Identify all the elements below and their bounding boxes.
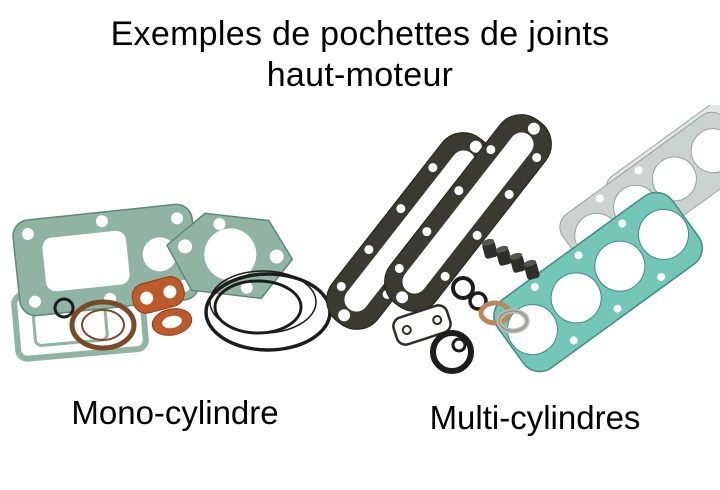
small-gasket-outline (392, 304, 452, 346)
title-line-2: haut-moteur (266, 56, 454, 95)
oil-seal (430, 330, 474, 374)
multi-cylinder-gasket-kit-photo (318, 105, 720, 374)
multi-cylinder-head-gasket-teal (493, 191, 703, 373)
valve-stem-seals (481, 238, 540, 280)
washers (478, 300, 530, 334)
o-rings (204, 270, 332, 352)
label-multi-cylindres: Multi-cylindres (429, 399, 641, 436)
title-line-1: Exemples de pochettes de joints (110, 15, 610, 53)
small-o-rings (451, 276, 488, 311)
head-gasket (166, 212, 294, 300)
copper-washer (69, 299, 137, 351)
mono-cylinder-gasket-kit-photo (11, 203, 332, 362)
page-title: Exemples de pochettes de joints haut-mot… (0, 14, 720, 97)
label-mono-cylindre: Mono-cylindre (71, 394, 279, 431)
exhaust-gaskets (131, 276, 193, 336)
small-o-ring (53, 297, 75, 319)
